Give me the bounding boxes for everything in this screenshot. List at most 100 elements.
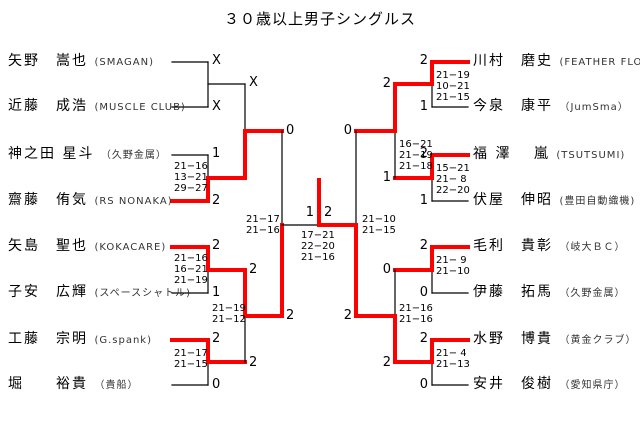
round-score: 2 bbox=[286, 308, 295, 323]
player-entry: 福 澤 嵐 (TSUTSUMI) bbox=[473, 145, 625, 165]
round-score: 2 bbox=[249, 355, 258, 370]
round-score: 2 bbox=[382, 355, 391, 370]
player-name: 安井 俊樹 bbox=[473, 376, 560, 392]
set-score: 29−27 bbox=[174, 183, 208, 194]
player-entry: 伏屋 伸昭 (豊田自動織機) bbox=[473, 191, 635, 211]
player-name: 神之田 星斗 bbox=[8, 146, 101, 162]
player-entry: 矢島 聖也 (KOKACARE) bbox=[8, 237, 166, 257]
player-entry: 堀 裕貴 （貴船） bbox=[8, 375, 138, 395]
round-score: 1 bbox=[382, 170, 391, 185]
player-name: 今泉 康平 bbox=[473, 98, 560, 114]
player-team: (FEATHER FLOCK) bbox=[559, 57, 640, 68]
set-score: 21−15 bbox=[362, 225, 396, 236]
player-entry: 近藤 成浩 (MUSCLE CLUB) bbox=[8, 97, 186, 117]
player-team: (G.spank) bbox=[94, 335, 152, 346]
set-score: 21−13 bbox=[436, 359, 470, 370]
round-score: 0 bbox=[382, 262, 391, 277]
set-score: 21−19 bbox=[399, 150, 433, 161]
page-title: ３０歳以上男子シングルス bbox=[223, 10, 416, 28]
player-name: 齋藤 侑気 bbox=[8, 192, 95, 208]
seed-score: 1 bbox=[212, 146, 221, 161]
set-score: 21−16 bbox=[174, 253, 208, 264]
set-score: 21−18 bbox=[399, 161, 433, 172]
player-name: 工藤 宗明 bbox=[8, 331, 95, 347]
player-team: (SMAGAN) bbox=[94, 57, 154, 68]
player-team: （久野金属） bbox=[100, 150, 167, 161]
set-score: 21−10 bbox=[362, 214, 396, 225]
seed-score: X bbox=[212, 53, 221, 68]
player-name: 伊藤 拓馬 bbox=[473, 284, 560, 300]
set-score: 22−20 bbox=[436, 185, 470, 196]
player-name: 川村 磨史 bbox=[473, 53, 560, 69]
set-score: 21−19 bbox=[174, 275, 208, 286]
seed-score: 1 bbox=[419, 99, 428, 114]
set-score: 21− 8 bbox=[436, 174, 467, 185]
player-name: 福 澤 嵐 bbox=[473, 146, 557, 162]
seed-score: 2 bbox=[212, 238, 221, 253]
set-score: 21− 4 bbox=[436, 348, 467, 359]
seed-score: 0 bbox=[419, 377, 428, 392]
player-entry: 矢野 嵩也 (SMAGAN) bbox=[8, 52, 154, 72]
player-team: （貴船） bbox=[94, 380, 139, 391]
set-score: 21−16 bbox=[399, 314, 433, 325]
player-entry: 子安 広輝 (スペースシャトル) bbox=[8, 283, 191, 303]
player-name: 矢野 嵩也 bbox=[8, 53, 95, 69]
round-score: 2 bbox=[382, 76, 391, 91]
set-score: 16−21 bbox=[174, 264, 208, 275]
set-score: 21− 9 bbox=[436, 255, 467, 266]
seed-score: 2 bbox=[419, 146, 428, 161]
player-team: （岐大ＢＣ） bbox=[559, 242, 626, 253]
round-score: 2 bbox=[249, 262, 258, 277]
seed-score: 2 bbox=[419, 238, 428, 253]
player-name: 矢島 聖也 bbox=[8, 238, 95, 254]
set-score: 21−19 bbox=[436, 70, 470, 81]
seed-score: X bbox=[212, 99, 221, 114]
player-team: (スペースシャトル) bbox=[94, 288, 192, 299]
seed-score: 1 bbox=[419, 193, 428, 208]
player-team: (MUSCLE CLUB) bbox=[94, 102, 186, 113]
set-score: 21−15 bbox=[174, 359, 208, 370]
player-team: (TSUTSUMI) bbox=[556, 150, 626, 161]
player-entry: 川村 磨史 (FEATHER FLOCK) bbox=[473, 52, 640, 72]
final-left-score: 1 bbox=[305, 205, 314, 220]
player-entry: 毛利 貴彰 （岐大ＢＣ） bbox=[473, 237, 625, 257]
final-right-score: 2 bbox=[324, 205, 333, 220]
seed-score: 2 bbox=[212, 193, 221, 208]
player-name: 子安 広輝 bbox=[8, 284, 95, 300]
set-score: 17−21 bbox=[301, 230, 335, 241]
set-score: 15−21 bbox=[436, 163, 470, 174]
player-entry: 齋藤 侑気 (RS NONAKA) bbox=[8, 191, 173, 211]
set-score: 21−17 bbox=[246, 214, 280, 225]
set-score: 21−16 bbox=[399, 303, 433, 314]
player-entry: 安井 俊樹 （愛知県庁） bbox=[473, 375, 625, 395]
player-team: (KOKACARE) bbox=[94, 242, 167, 253]
player-name: 伏屋 伸昭 bbox=[473, 192, 560, 208]
player-name: 毛利 貴彰 bbox=[473, 238, 560, 254]
player-team: （愛知県庁） bbox=[559, 380, 626, 391]
set-score: 21−10 bbox=[436, 266, 470, 277]
round-score: 2 bbox=[343, 308, 352, 323]
set-score: 21−15 bbox=[436, 92, 470, 103]
round-score: 0 bbox=[343, 123, 352, 138]
set-score: 21−12 bbox=[212, 314, 246, 325]
seed-score: 0 bbox=[419, 285, 428, 300]
round-score: X bbox=[249, 75, 258, 90]
set-score: 21−16 bbox=[246, 225, 280, 236]
player-team: （黄金クラブ） bbox=[559, 335, 637, 346]
set-score: 13−21 bbox=[174, 172, 208, 183]
player-name: 近藤 成浩 bbox=[8, 98, 95, 114]
set-score: 21−16 bbox=[301, 252, 335, 263]
player-entry: 工藤 宗明 (G.spank) bbox=[8, 330, 152, 350]
set-score: 10−21 bbox=[436, 81, 470, 92]
seed-score: 0 bbox=[212, 377, 221, 392]
seed-score: 2 bbox=[419, 53, 428, 68]
set-score: 22−20 bbox=[301, 241, 335, 252]
player-entry: 神之田 星斗 （久野金属） bbox=[8, 145, 167, 165]
player-team: （JumSma） bbox=[559, 102, 629, 113]
player-team: (豊田自動織機) bbox=[559, 196, 636, 207]
player-entry: 水野 博貴 （黄金クラブ） bbox=[473, 330, 636, 350]
set-score: 16−21 bbox=[399, 139, 433, 150]
seed-score: 2 bbox=[212, 331, 221, 346]
set-score: 21−17 bbox=[174, 348, 208, 359]
